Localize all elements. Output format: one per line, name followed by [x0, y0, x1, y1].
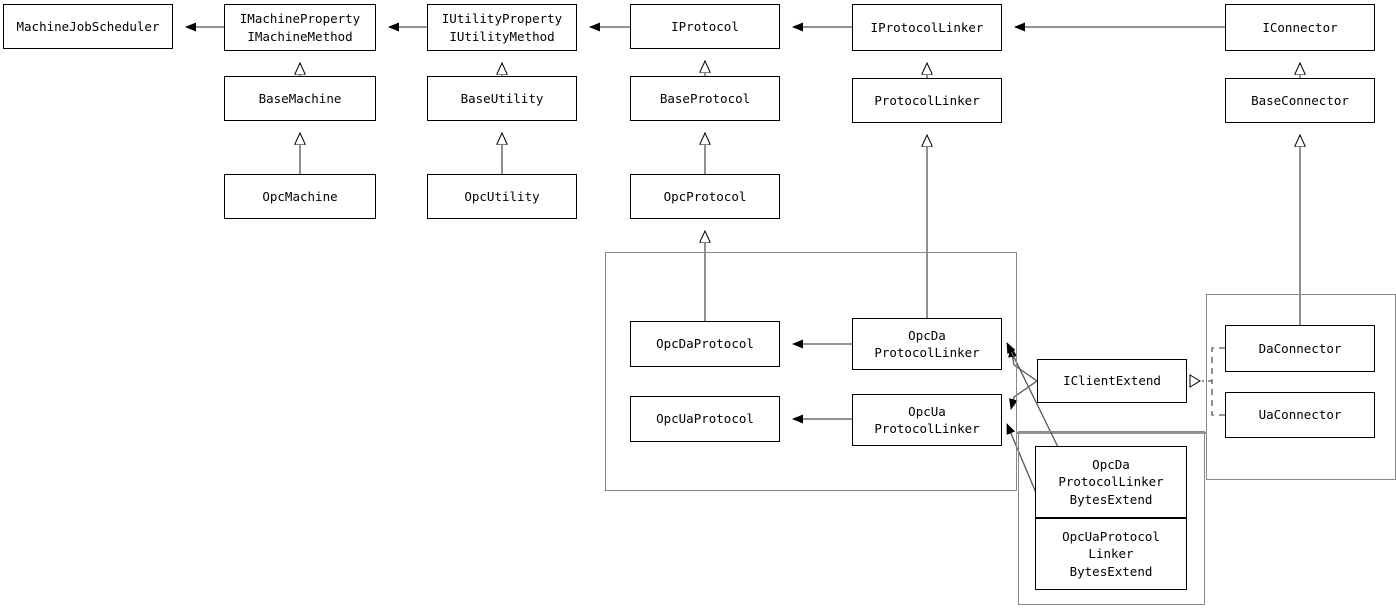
class-box-iutility-property-method[interactable]: IUtilityProperty IUtilityMethod [427, 4, 577, 51]
class-box-opc-da-protocol-linker-bytes-extend[interactable]: OpcDa ProtocolLinker BytesExtend [1035, 446, 1187, 518]
class-box-opc-da-protocol[interactable]: OpcDaProtocol [630, 321, 780, 367]
class-box-opc-protocol[interactable]: OpcProtocol [630, 174, 780, 219]
group-protocol-package [605, 252, 1017, 491]
group-connector-package [1206, 294, 1396, 480]
class-box-iclient-extend[interactable]: IClientExtend [1037, 359, 1187, 403]
class-box-opc-da-protocol-linker[interactable]: OpcDa ProtocolLinker [852, 318, 1002, 370]
class-box-opc-machine[interactable]: OpcMachine [224, 174, 376, 219]
class-box-iprotocol-linker[interactable]: IProtocolLinker [852, 4, 1002, 51]
class-box-opc-ua-protocol[interactable]: OpcUaProtocol [630, 396, 780, 442]
class-box-protocol-linker[interactable]: ProtocolLinker [852, 78, 1002, 123]
class-box-iconnector[interactable]: IConnector [1225, 4, 1375, 51]
class-box-ua-connector[interactable]: UaConnector [1225, 392, 1375, 438]
class-box-base-protocol[interactable]: BaseProtocol [630, 76, 780, 121]
iclientextend-realization-triangle [1189, 374, 1201, 388]
class-box-da-connector[interactable]: DaConnector [1225, 325, 1375, 372]
class-box-opc-utility[interactable]: OpcUtility [427, 174, 577, 219]
class-box-imachine-property-method[interactable]: IMachineProperty IMachineMethod [224, 4, 376, 51]
class-box-opc-ua-protocol-linker-bytes-extend[interactable]: OpcUaProtocol Linker BytesExtend [1035, 518, 1187, 590]
edge-iclientextend-to-opcdalinker [1013, 364, 1038, 382]
edge-iclientextend-to-opcualinker [1013, 380, 1038, 398]
class-box-machine-job-scheduler[interactable]: MachineJobScheduler [3, 4, 173, 49]
class-box-base-utility[interactable]: BaseUtility [427, 76, 577, 121]
class-box-base-machine[interactable]: BaseMachine [224, 76, 376, 121]
class-box-base-connector[interactable]: BaseConnector [1225, 78, 1375, 123]
class-box-iprotocol[interactable]: IProtocol [630, 4, 780, 49]
class-box-opc-ua-protocol-linker[interactable]: OpcUa ProtocolLinker [852, 394, 1002, 446]
